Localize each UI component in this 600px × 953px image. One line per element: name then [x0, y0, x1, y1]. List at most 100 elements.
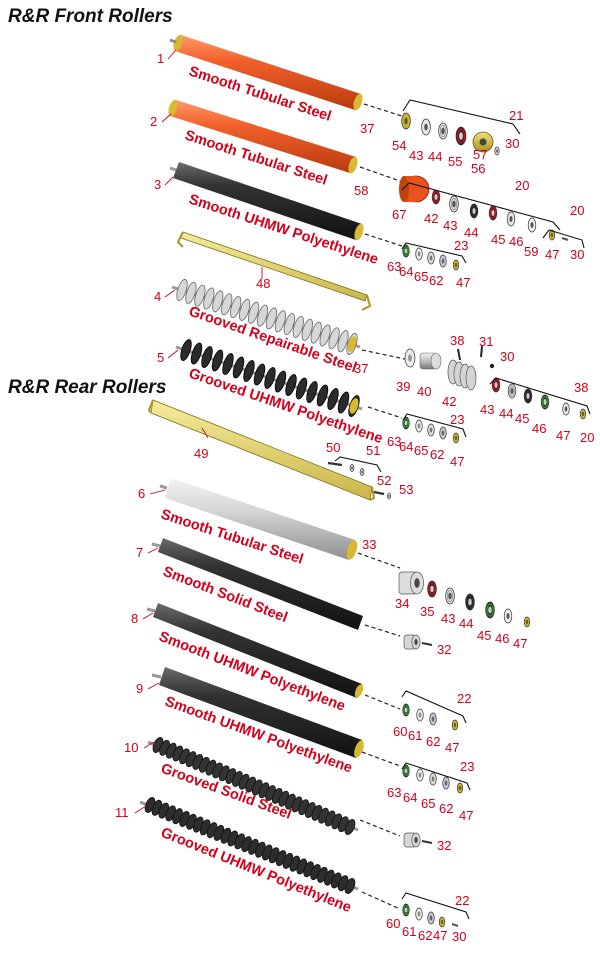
part-callout: 58 — [354, 183, 368, 198]
part-callout: 23 — [454, 238, 468, 253]
roller-10 — [147, 737, 359, 835]
callout-bracket-49: 49 — [194, 446, 208, 461]
part-callout: 47 — [433, 928, 447, 943]
part-callout: 20 — [580, 430, 594, 445]
roller-1 — [169, 34, 363, 111]
callout-roller-10: 10 — [124, 740, 138, 755]
part-callout: 60 — [393, 724, 407, 739]
part-callout: 37 — [354, 361, 368, 376]
part-callout: 67 — [392, 207, 406, 222]
part-callout: 30 — [452, 929, 466, 944]
part-callout: 60 — [386, 916, 400, 931]
part-callout: 30 — [500, 349, 514, 364]
part-callout: 61 — [408, 728, 422, 743]
part-callout: 43 — [409, 148, 423, 163]
part-callout: 43 — [441, 611, 455, 626]
part-callout: 46 — [495, 631, 509, 646]
roller-11 — [139, 797, 359, 894]
part-callout: 21 — [509, 108, 523, 123]
part-callout: 44 — [459, 616, 473, 631]
part-callout: 23 — [450, 412, 464, 427]
part-callout: 64 — [403, 790, 417, 805]
callout-roller-4: 4 — [154, 289, 161, 304]
part-callout: 65 — [421, 796, 435, 811]
part-callout: 32 — [437, 838, 451, 853]
part-callout: 44 — [464, 225, 478, 240]
part-callout: 65 — [414, 443, 428, 458]
part-callout: 22 — [457, 691, 471, 706]
part-callout: 56 — [471, 161, 485, 176]
part-callout: 23 — [460, 759, 474, 774]
part-callout: 43 — [480, 402, 494, 417]
part-callout: 30 — [570, 247, 584, 262]
part-callout: 42 — [424, 211, 438, 226]
bracket-48 — [176, 231, 372, 311]
leader-lines — [134, 49, 263, 814]
rear-rollers-title: R&R Rear Rollers — [8, 377, 166, 398]
part-callout: 59 — [524, 244, 538, 259]
bracket-49 — [147, 399, 376, 501]
callout-bracket-48: 48 — [256, 276, 270, 291]
part-callout: 47 — [456, 275, 470, 290]
roller-6 — [159, 478, 358, 560]
part-callout: 64 — [399, 439, 413, 454]
part-callout: 47 — [459, 808, 473, 823]
callout-roller-11: 11 — [115, 805, 129, 820]
part-callout: 62 — [430, 447, 444, 462]
part-callout: 32 — [437, 642, 451, 657]
part-callout: 63 — [387, 434, 401, 449]
roller-9 — [151, 667, 364, 758]
callout-roller-3: 3 — [154, 177, 161, 192]
part-callout: 20 — [570, 203, 584, 218]
part-callout: 33 — [362, 537, 376, 552]
part-callout: 22 — [455, 893, 469, 908]
part-callout: 39 — [396, 379, 410, 394]
part-callout: 62 — [426, 734, 440, 749]
part-callout: 45 — [491, 232, 505, 247]
part-callout: 31 — [479, 334, 493, 349]
callout-roller-5: 5 — [157, 350, 164, 365]
part-callout: 44 — [428, 149, 442, 164]
part-callout: 47 — [556, 428, 570, 443]
part-callout: 54 — [392, 138, 406, 153]
part-callout: 47 — [545, 247, 559, 262]
callout-roller-6: 6 — [138, 486, 145, 501]
part-callout: 53 — [399, 482, 413, 497]
part-callout: 50 — [326, 440, 340, 455]
part-callout: 35 — [420, 604, 434, 619]
part-callout: 47 — [445, 740, 459, 755]
callout-roller-9: 9 — [136, 681, 143, 696]
part-callout: 65 — [414, 269, 428, 284]
exploded-hardware — [327, 112, 587, 928]
part-callout: 46 — [509, 234, 523, 249]
part-callout: 45 — [515, 411, 529, 426]
roller-2 — [168, 99, 358, 174]
part-callout: 55 — [448, 154, 462, 169]
part-callout: 34 — [395, 596, 409, 611]
callout-roller-8: 8 — [131, 611, 138, 626]
front-rollers-title: R&R Front Rollers — [8, 6, 173, 27]
part-callout: 40 — [417, 384, 431, 399]
part-callout: 44 — [499, 406, 513, 421]
roller-5 — [175, 339, 363, 417]
part-callout: 47 — [450, 454, 464, 469]
part-callout: 63 — [387, 785, 401, 800]
part-callout: 52 — [377, 473, 391, 488]
part-callout: 43 — [443, 218, 457, 233]
callout-roller-7: 7 — [136, 545, 143, 560]
part-callout: 57 — [473, 147, 487, 162]
part-callout: 45 — [477, 628, 491, 643]
part-callout: 62 — [429, 273, 443, 288]
part-callout: 30 — [505, 136, 519, 151]
kit-brackets — [334, 99, 591, 920]
roller-7 — [151, 538, 363, 630]
roller-4 — [171, 279, 361, 355]
callout-roller-2: 2 — [150, 114, 157, 129]
part-callout: 62 — [418, 928, 432, 943]
part-callout: 20 — [515, 178, 529, 193]
part-callout: 62 — [439, 801, 453, 816]
part-callout: 51 — [366, 443, 380, 458]
part-callout: 38 — [574, 380, 588, 395]
